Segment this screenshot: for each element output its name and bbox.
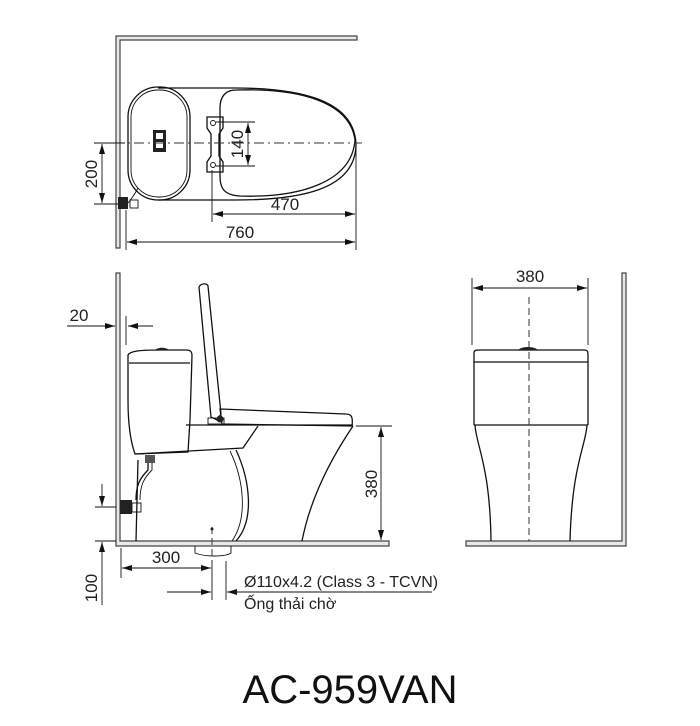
dim-wall-gap: 20	[70, 306, 89, 325]
hinge-plate	[206, 116, 224, 173]
model-title: AC-959VAN	[242, 668, 458, 712]
pipe-label: Ống thải chờ	[244, 593, 337, 613]
top-view: 200 140 470 760	[82, 35, 362, 250]
dim-seat-height: 380	[362, 470, 381, 498]
dim-outlet-distance: 300	[152, 548, 180, 567]
dim-overall-depth: 760	[226, 223, 254, 242]
dim-hinge-spacing: 140	[228, 130, 247, 158]
side-view: 20 380 100 300 Ø110x4.2 (Class 3 - TCVN)…	[67, 272, 438, 613]
wall-floor	[115, 272, 390, 547]
bowl-front	[474, 424, 588, 542]
seat-side	[219, 408, 353, 427]
seat-lid	[219, 89, 356, 197]
outlet-pipe	[194, 546, 232, 557]
tank-front	[473, 349, 589, 363]
dim-hinge-to-front: 470	[271, 195, 299, 214]
wall-floor-front	[465, 272, 627, 547]
inlet-valve-icon	[118, 197, 128, 209]
wall-corner	[115, 35, 358, 249]
tank-inner	[130, 89, 188, 198]
dim-inlet-offset: 200	[82, 160, 101, 188]
seat-lid-open	[198, 283, 222, 421]
front-view: 380	[465, 267, 627, 547]
dim-overall-width: 380	[516, 267, 544, 286]
tank-side	[127, 349, 193, 455]
dim-outlet-height: 100	[82, 574, 101, 602]
pipe-spec: Ø110x4.2 (Class 3 - TCVN)	[244, 574, 438, 591]
bowl-side	[134, 425, 354, 542]
stop-valve-icon	[120, 500, 132, 514]
